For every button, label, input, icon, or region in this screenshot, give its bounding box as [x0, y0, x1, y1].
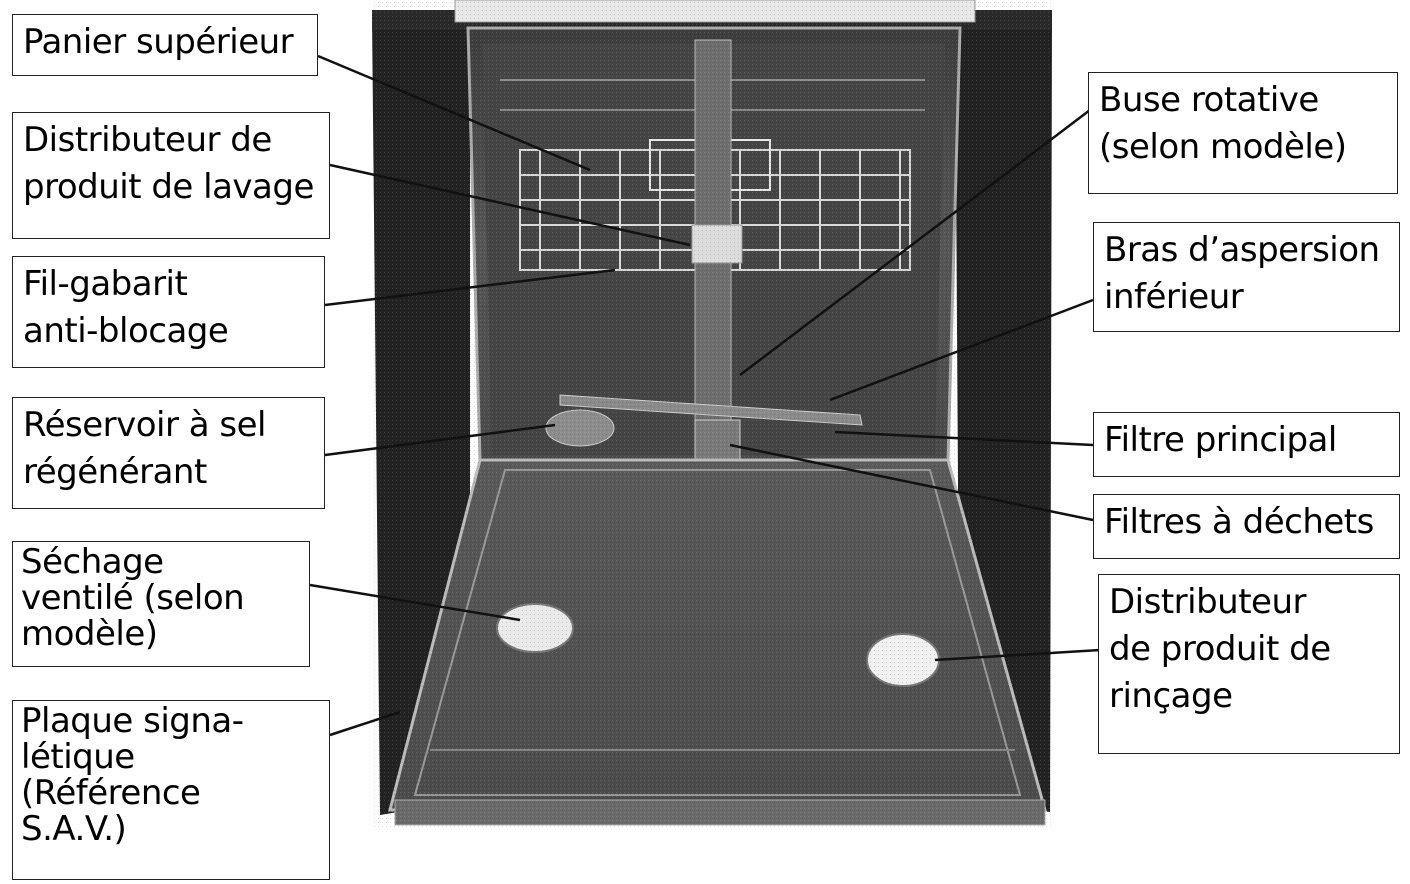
label-filtres-dechets: Filtres à déchets [1093, 494, 1400, 559]
label-reservoir-sel: Réservoir à sel régénérant [12, 397, 325, 509]
leader-lines [309, 54, 1101, 737]
label-distributeur-rincage: Distributeur de produit de rinçage [1098, 574, 1400, 754]
label-sechage-ventile: Séchage ventilé (selon modèle) [12, 541, 310, 667]
label-filtre-principal: Filtre principal [1093, 412, 1400, 477]
label-panier-superieur: Panier supérieur [12, 14, 318, 76]
label-fil-gabarit: Fil-gabarit anti-blocage [12, 256, 325, 368]
label-distributeur-produit-lavage: Distributeur de produit de lavage [12, 112, 330, 239]
label-plaque-signaletique: Plaque signa- létique (Référence S.A.V.) [12, 700, 330, 880]
label-buse-rotative: Buse rotative (selon modèle) [1088, 72, 1398, 194]
label-bras-aspersion: Bras d’aspersion inférieur [1093, 222, 1400, 332]
